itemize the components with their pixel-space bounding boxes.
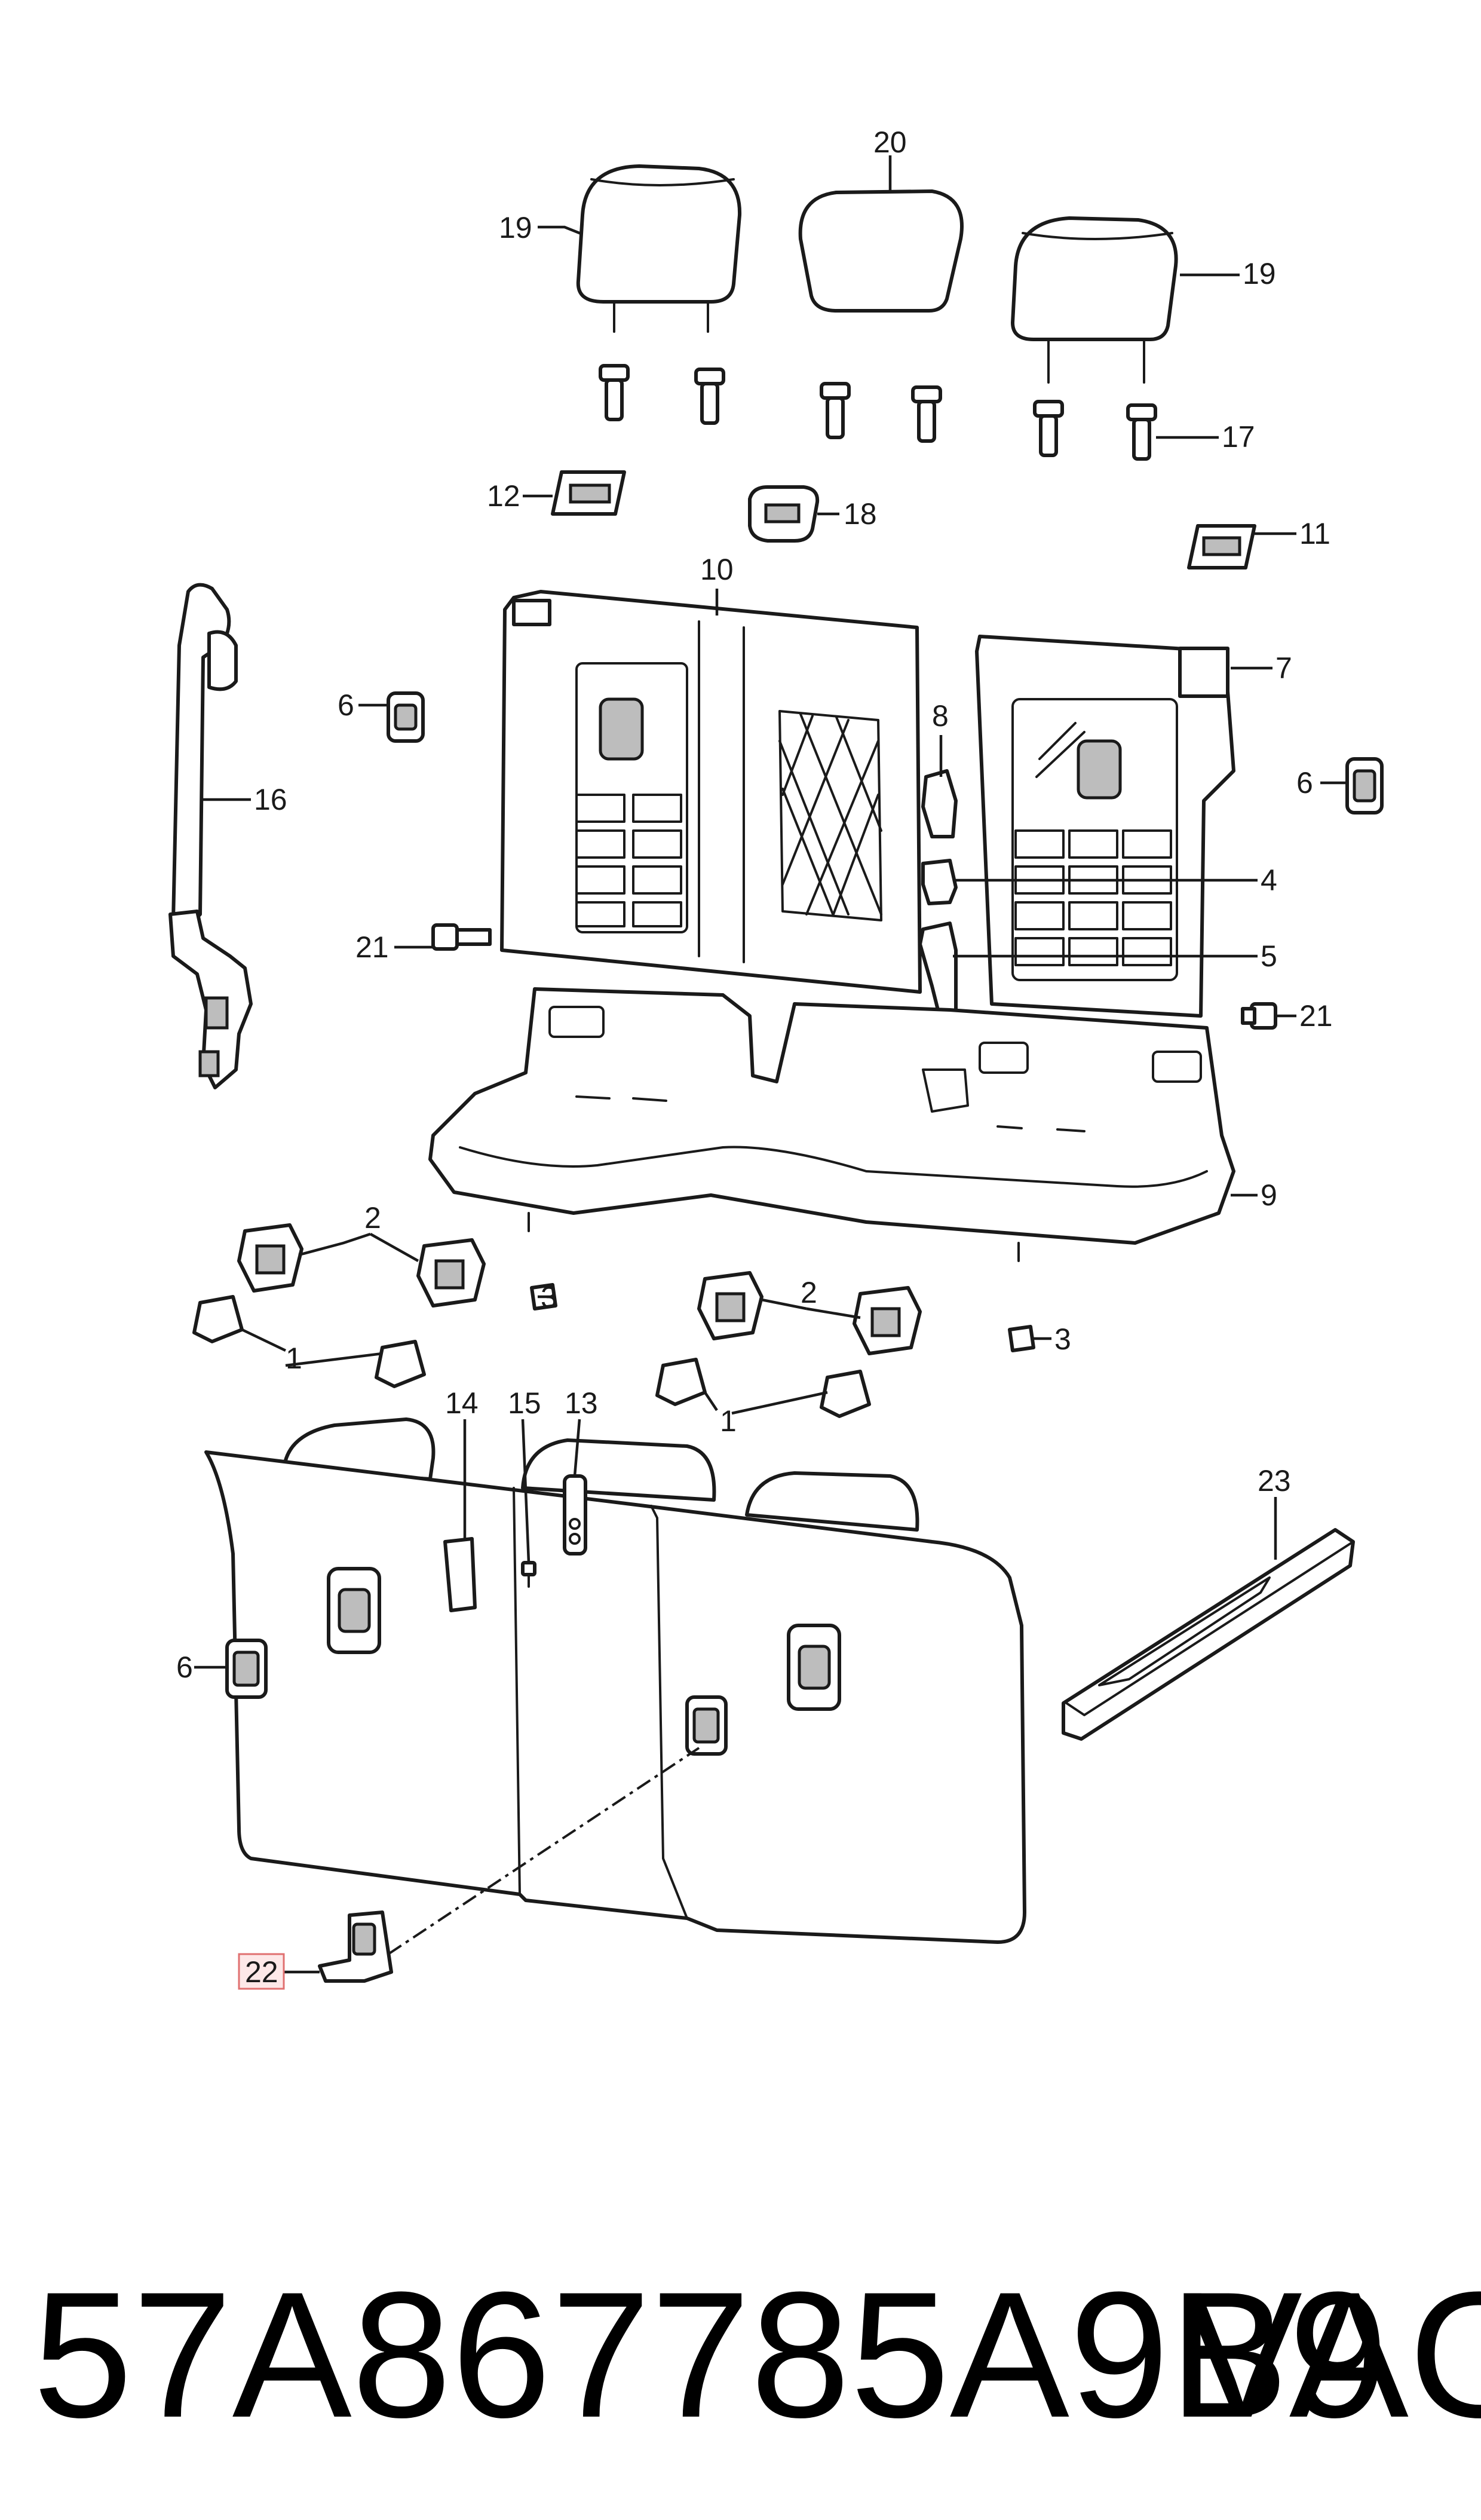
headrest-center [798,189,964,313]
callout-22: 22 [245,1955,278,1989]
callout-12: 12 [487,479,520,513]
mount-clip-set [192,1283,1035,1418]
connection-line [387,1747,700,1955]
cover-clip-left [387,691,425,743]
callout-19-right: 19 [1243,257,1276,290]
backrest-frame-small [975,635,1235,1018]
headrest-frame-18 [748,485,820,543]
backrest-frame-large [500,590,922,994]
callout-16: 16 [254,783,287,816]
headrest-frame-11 [1187,524,1256,569]
bolt-21-right [1241,1002,1277,1030]
part-number-label: 57A867785A9B9 [33,2254,1388,2455]
latch-bracket-8 [921,769,958,838]
loading-rail-23 [1062,1528,1355,1741]
callout-6-left: 6 [338,688,354,722]
callout-8: 8 [932,699,949,733]
callout-14: 14 [445,1386,479,1420]
callout-6-right: 6 [1296,766,1313,800]
seat-hook-set [237,1223,922,1355]
headrest-left [576,164,742,333]
bolt-21-left [431,923,492,951]
callout-6-cover: 6 [176,1651,193,1684]
callout-2-left: 2 [364,1201,381,1235]
callout-3-right: 3 [1054,1322,1071,1356]
brand-label: VAG [1183,2254,1481,2455]
callout-11: 11 [1299,517,1330,550]
callout-2-right: 2 [801,1276,817,1309]
callout-9: 9 [1261,1178,1277,1212]
headrest-frame-12 [551,470,626,516]
latch-cover-4 [921,859,958,905]
callout-22-highlight-box [238,1953,285,1990]
callout-5: 5 [1261,939,1277,973]
callout-15: 15 [508,1386,541,1420]
backrest-cover-assembly [204,1417,1026,1944]
callout-1-right: 1 [720,1404,737,1438]
callout-labels: 20 19 19 17 12 18 11 10 7 6 8 6 16 4 21 … [176,125,1333,1990]
callout-10: 10 [700,553,734,586]
callout-21-right: 21 [1299,999,1333,1033]
callout-4: 4 [1261,864,1277,897]
seat-cushion-frame [428,987,1235,1262]
callout-17: 17 [1222,420,1255,454]
callout-13: 13 [565,1386,598,1420]
callout-19-left: 19 [499,211,532,244]
callout-18: 18 [844,497,877,531]
seatbelt-assembly [168,583,253,1089]
leader-lines [194,155,1347,1974]
headrest-guide-set [599,364,1157,461]
callout-20: 20 [873,125,907,159]
callout-1-left: 1 [286,1342,302,1375]
cover-clip-right [1345,757,1384,815]
callout-7: 7 [1275,651,1292,685]
callout-3-left: 3 [541,1281,557,1314]
callout-23: 23 [1258,1464,1291,1498]
highlighted-part-22 [318,1910,393,1983]
headrest-right [1011,216,1178,384]
callout-21-left: 21 [355,930,389,964]
